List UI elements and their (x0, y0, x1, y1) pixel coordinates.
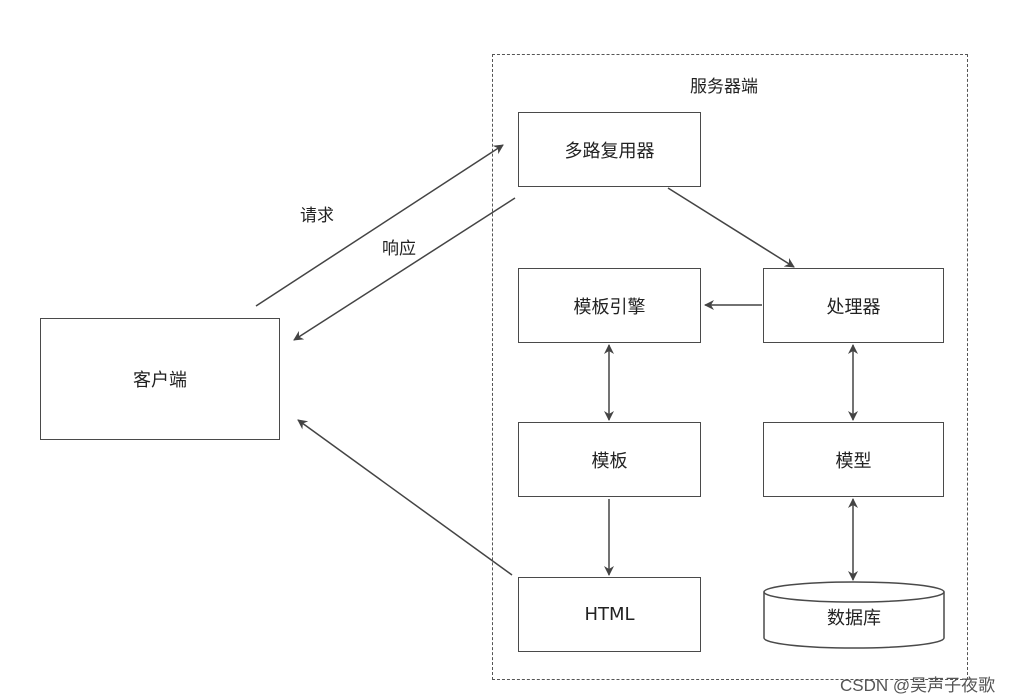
handler-label: 处理器 (826, 296, 881, 318)
server-frame (492, 54, 968, 680)
response-label: 响应 (382, 239, 416, 259)
html-box: HTML (518, 577, 701, 652)
request-arrow (255, 144, 504, 307)
watermark-text: CSDN @吴声子夜歌 (840, 676, 996, 695)
server-label: 服务器端 (690, 77, 758, 97)
html-to-client-arrow (297, 419, 513, 576)
multiplexer-label: 多路复用器 (564, 140, 655, 162)
model-box: 模型 (763, 422, 944, 497)
request-label: 请求 (300, 206, 334, 226)
handler-box: 处理器 (763, 268, 944, 343)
database-label: 数据库 (827, 608, 881, 629)
client-label: 客户端 (133, 370, 187, 391)
html-label: HTML (584, 604, 635, 625)
multiplexer-box: 多路复用器 (518, 112, 701, 187)
template-label: 模板 (591, 450, 628, 472)
response-arrow (293, 197, 516, 341)
multiplexer-to-handler-arrow (667, 187, 795, 268)
model-label: 模型 (835, 450, 872, 472)
template-engine-box: 模板引擎 (518, 268, 701, 343)
client-box: 客户端 (40, 318, 280, 440)
database-cylinder: 数据库 (762, 580, 946, 650)
database-cylinder-shape (763, 581, 945, 649)
template-engine-label: 模板引擎 (573, 296, 646, 318)
template-box: 模板 (518, 422, 701, 497)
